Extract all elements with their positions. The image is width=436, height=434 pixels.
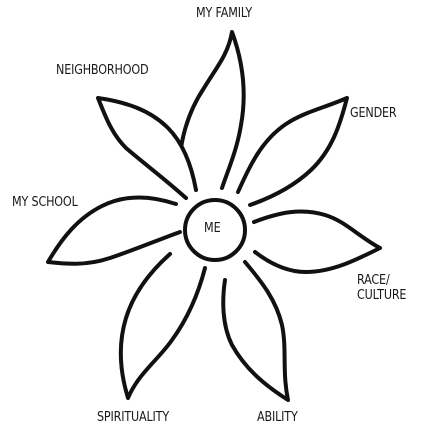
label-neighborhood: NEIGHBORHOOD [56,63,148,78]
label-race-culture: RACE/ CULTURE [357,273,406,303]
petal-race-culture [254,211,380,272]
center-label: ME [204,221,221,236]
label-culture: CULTURE [357,288,406,303]
label-ability: ABILITY [257,410,298,425]
label-spirituality: SPIRITUALITY [97,410,169,425]
petal-gender [238,98,347,205]
label-my-school: MY SCHOOL [12,195,78,210]
label-my-family: MY FAMILY [196,6,252,21]
label-race: RACE/ [357,273,406,288]
petal-spirituality [121,254,205,398]
petal-neighborhood [98,98,196,198]
label-gender: GENDER [350,106,397,121]
petal-ability [223,262,288,400]
